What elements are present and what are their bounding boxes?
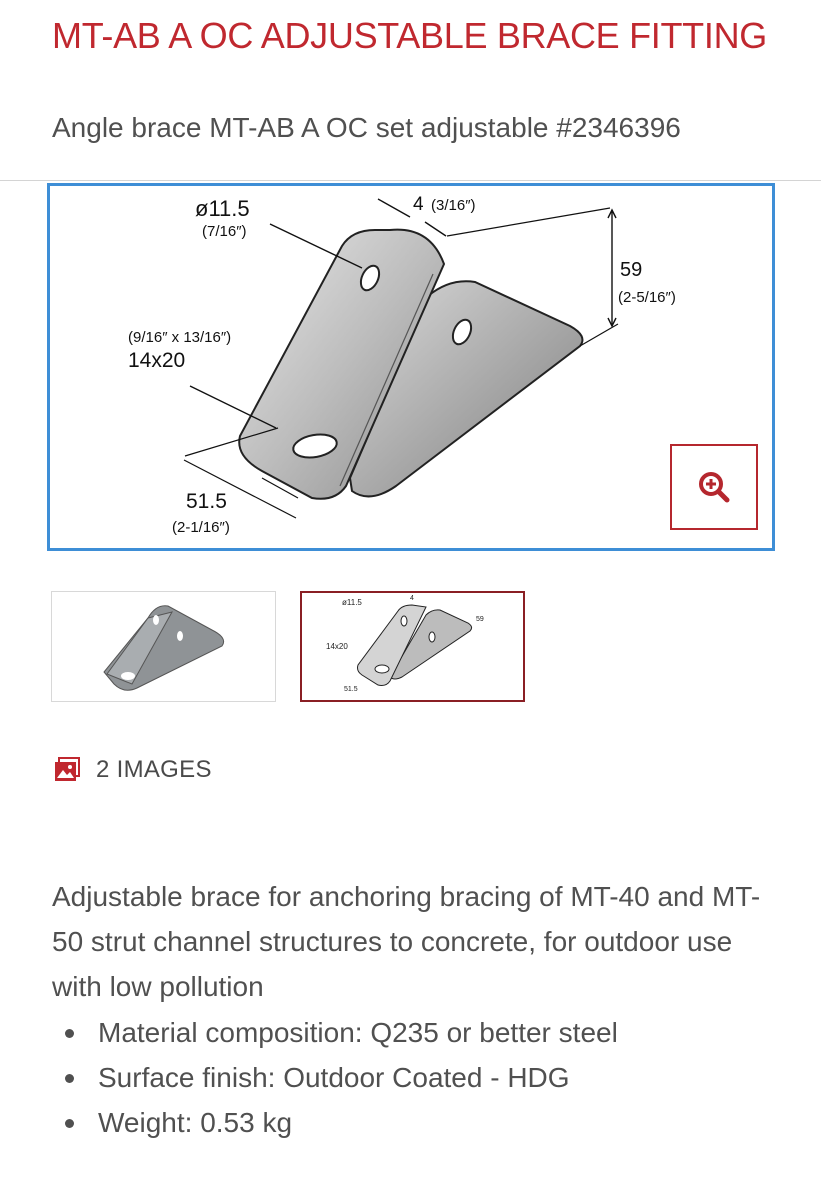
thumb-width-label: 51.5 bbox=[344, 686, 358, 693]
images-icon bbox=[55, 757, 80, 781]
product-description: Adjustable brace for anchoring bracing o… bbox=[52, 881, 761, 1002]
image-count-label: 2 IMAGES bbox=[96, 756, 212, 783]
brace-drawing-thumbnail: ø11.5 4 59 14x20 51.5 bbox=[326, 595, 484, 693]
thumb-slot-label: 14x20 bbox=[326, 642, 348, 651]
height-label: 59 bbox=[620, 259, 642, 281]
spec-list: Material composition: Q235 or better ste… bbox=[52, 1010, 792, 1145]
thumb-height-label: 59 bbox=[476, 616, 484, 623]
main-product-image[interactable]: ø11.5 (7/16″) 4 (3/16″) 59 (2-5/16″) (9/… bbox=[47, 183, 775, 551]
hole-diameter-label: ø11.5 bbox=[195, 196, 250, 221]
thumbnail-drawing[interactable]: ø11.5 4 59 14x20 51.5 bbox=[300, 591, 525, 702]
thumb-hole-label: ø11.5 bbox=[342, 598, 362, 607]
width-label: 51.5 bbox=[186, 490, 227, 513]
slot-label: 14x20 bbox=[128, 349, 185, 372]
thumb-thickness-label: 4 bbox=[410, 595, 414, 602]
product-subtitle: Angle brace MT-AB A OC set adjustable #2… bbox=[52, 112, 681, 143]
product-title: MT-AB A OC ADJUSTABLE BRACE FITTING bbox=[52, 15, 767, 56]
brace-drawing: ø11.5 (7/16″) 4 (3/16″) 59 (2-5/16″) (9/… bbox=[128, 194, 676, 536]
hole-diameter-inch-label: (7/16″) bbox=[202, 223, 247, 240]
height-inch-label: (2-5/16″) bbox=[618, 289, 676, 306]
thumbnail-photo[interactable] bbox=[51, 591, 276, 702]
spec-item-weight: Weight: 0.53 kg bbox=[52, 1100, 792, 1145]
spec-item-material: Material composition: Q235 or better ste… bbox=[52, 1010, 792, 1055]
spec-item-finish: Surface finish: Outdoor Coated - HDG bbox=[52, 1055, 792, 1100]
thickness-inch-label: (3/16″) bbox=[431, 197, 476, 214]
image-count-link[interactable]: 2 IMAGES bbox=[54, 756, 212, 784]
zoom-button[interactable] bbox=[670, 444, 758, 530]
thickness-label: 4 bbox=[413, 194, 424, 215]
divider bbox=[0, 180, 821, 181]
width-inch-label: (2-1/16″) bbox=[172, 519, 230, 536]
brace-photo-thumbnail bbox=[103, 605, 225, 691]
zoom-in-icon bbox=[699, 472, 730, 503]
slot-inch-label: (9/16″ x 13/16″) bbox=[128, 329, 231, 346]
